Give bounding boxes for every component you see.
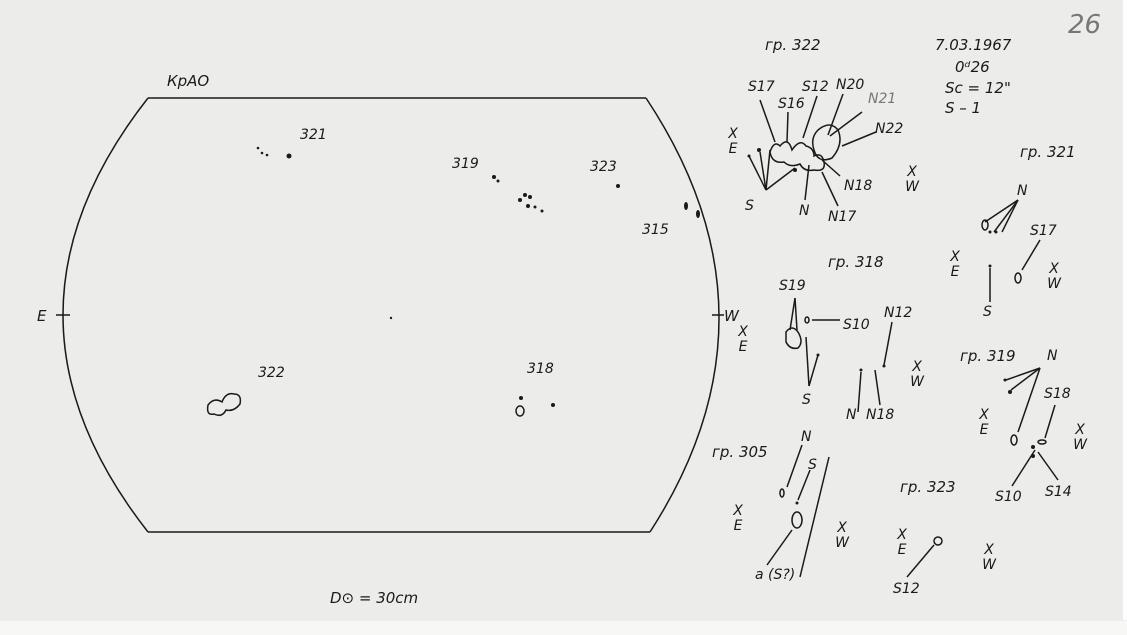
observation-seeing: S – 1: [945, 99, 982, 117]
group-title: гр. 321: [1020, 143, 1076, 161]
spot-label: S: [802, 392, 811, 408]
spot-label: N: [1017, 183, 1028, 199]
disk-group-322-outline: [206, 392, 525, 417]
observation-time: 0ᵈ26: [955, 58, 990, 76]
diameter-label: D⊙ = 30cm: [330, 589, 419, 607]
spot-label: S: [983, 304, 992, 320]
observatory-label: КрАО: [167, 72, 210, 90]
spot-label: S18: [1044, 386, 1071, 402]
solar-disk-outline: [56, 97, 724, 533]
group-title: гр. 322: [765, 36, 821, 54]
group-title: гр. 319: [960, 347, 1016, 365]
spot-label: N21: [868, 91, 897, 107]
spot-label: N18: [866, 407, 895, 423]
spot-label: S: [808, 457, 817, 473]
group-title: гр. 318: [828, 253, 884, 271]
spot-label: N17: [828, 209, 857, 225]
spot-label: N: [846, 407, 857, 423]
paper-edge: [1123, 0, 1127, 620]
spot-label: N: [1047, 348, 1058, 364]
spot-label: S17: [748, 79, 775, 95]
spot-label: S14: [1045, 484, 1072, 500]
disk-group-label: 319: [452, 156, 479, 172]
spot-label: S17: [1030, 223, 1057, 239]
small-spots: [747, 148, 1035, 505]
disk-sunspots: [256, 146, 700, 407]
spot-label: S16: [778, 96, 805, 112]
disk-group-label: 322: [258, 365, 285, 381]
spot-label: S19: [779, 278, 806, 294]
group-322-sketch: [748, 93, 877, 207]
spot-label: N18: [844, 178, 873, 194]
observation-date: 7.03.1967: [935, 36, 1012, 54]
disk-group-label: 318: [527, 361, 554, 377]
spot-label: S12: [802, 79, 829, 95]
spot-label: S10: [843, 317, 870, 333]
page-number: 26: [1068, 10, 1102, 40]
observation-scale: Sc = 12": [945, 79, 1011, 97]
spot-label: N20: [836, 77, 865, 93]
group-sketches: [766, 199, 1059, 578]
disk-group-label: 323: [590, 159, 617, 175]
spot-label: N12: [884, 305, 913, 321]
spot-label: N: [799, 203, 810, 219]
spot-label: S12: [893, 581, 920, 597]
group-title: гр. 323: [900, 478, 956, 496]
group-title: гр. 305: [712, 443, 768, 461]
spot-label: N22: [875, 121, 904, 137]
spot-label: S10: [995, 489, 1022, 505]
disk-group-label: 315: [642, 222, 669, 238]
spot-label: N: [801, 429, 812, 445]
spot-label: S: [745, 198, 754, 214]
disk-west-label: W: [724, 307, 739, 325]
disk-group-label: 321: [300, 127, 327, 143]
spot-label: a (S?): [755, 567, 796, 583]
disk-east-label: E: [37, 307, 47, 325]
paper-bottom-margin: [0, 621, 1127, 635]
